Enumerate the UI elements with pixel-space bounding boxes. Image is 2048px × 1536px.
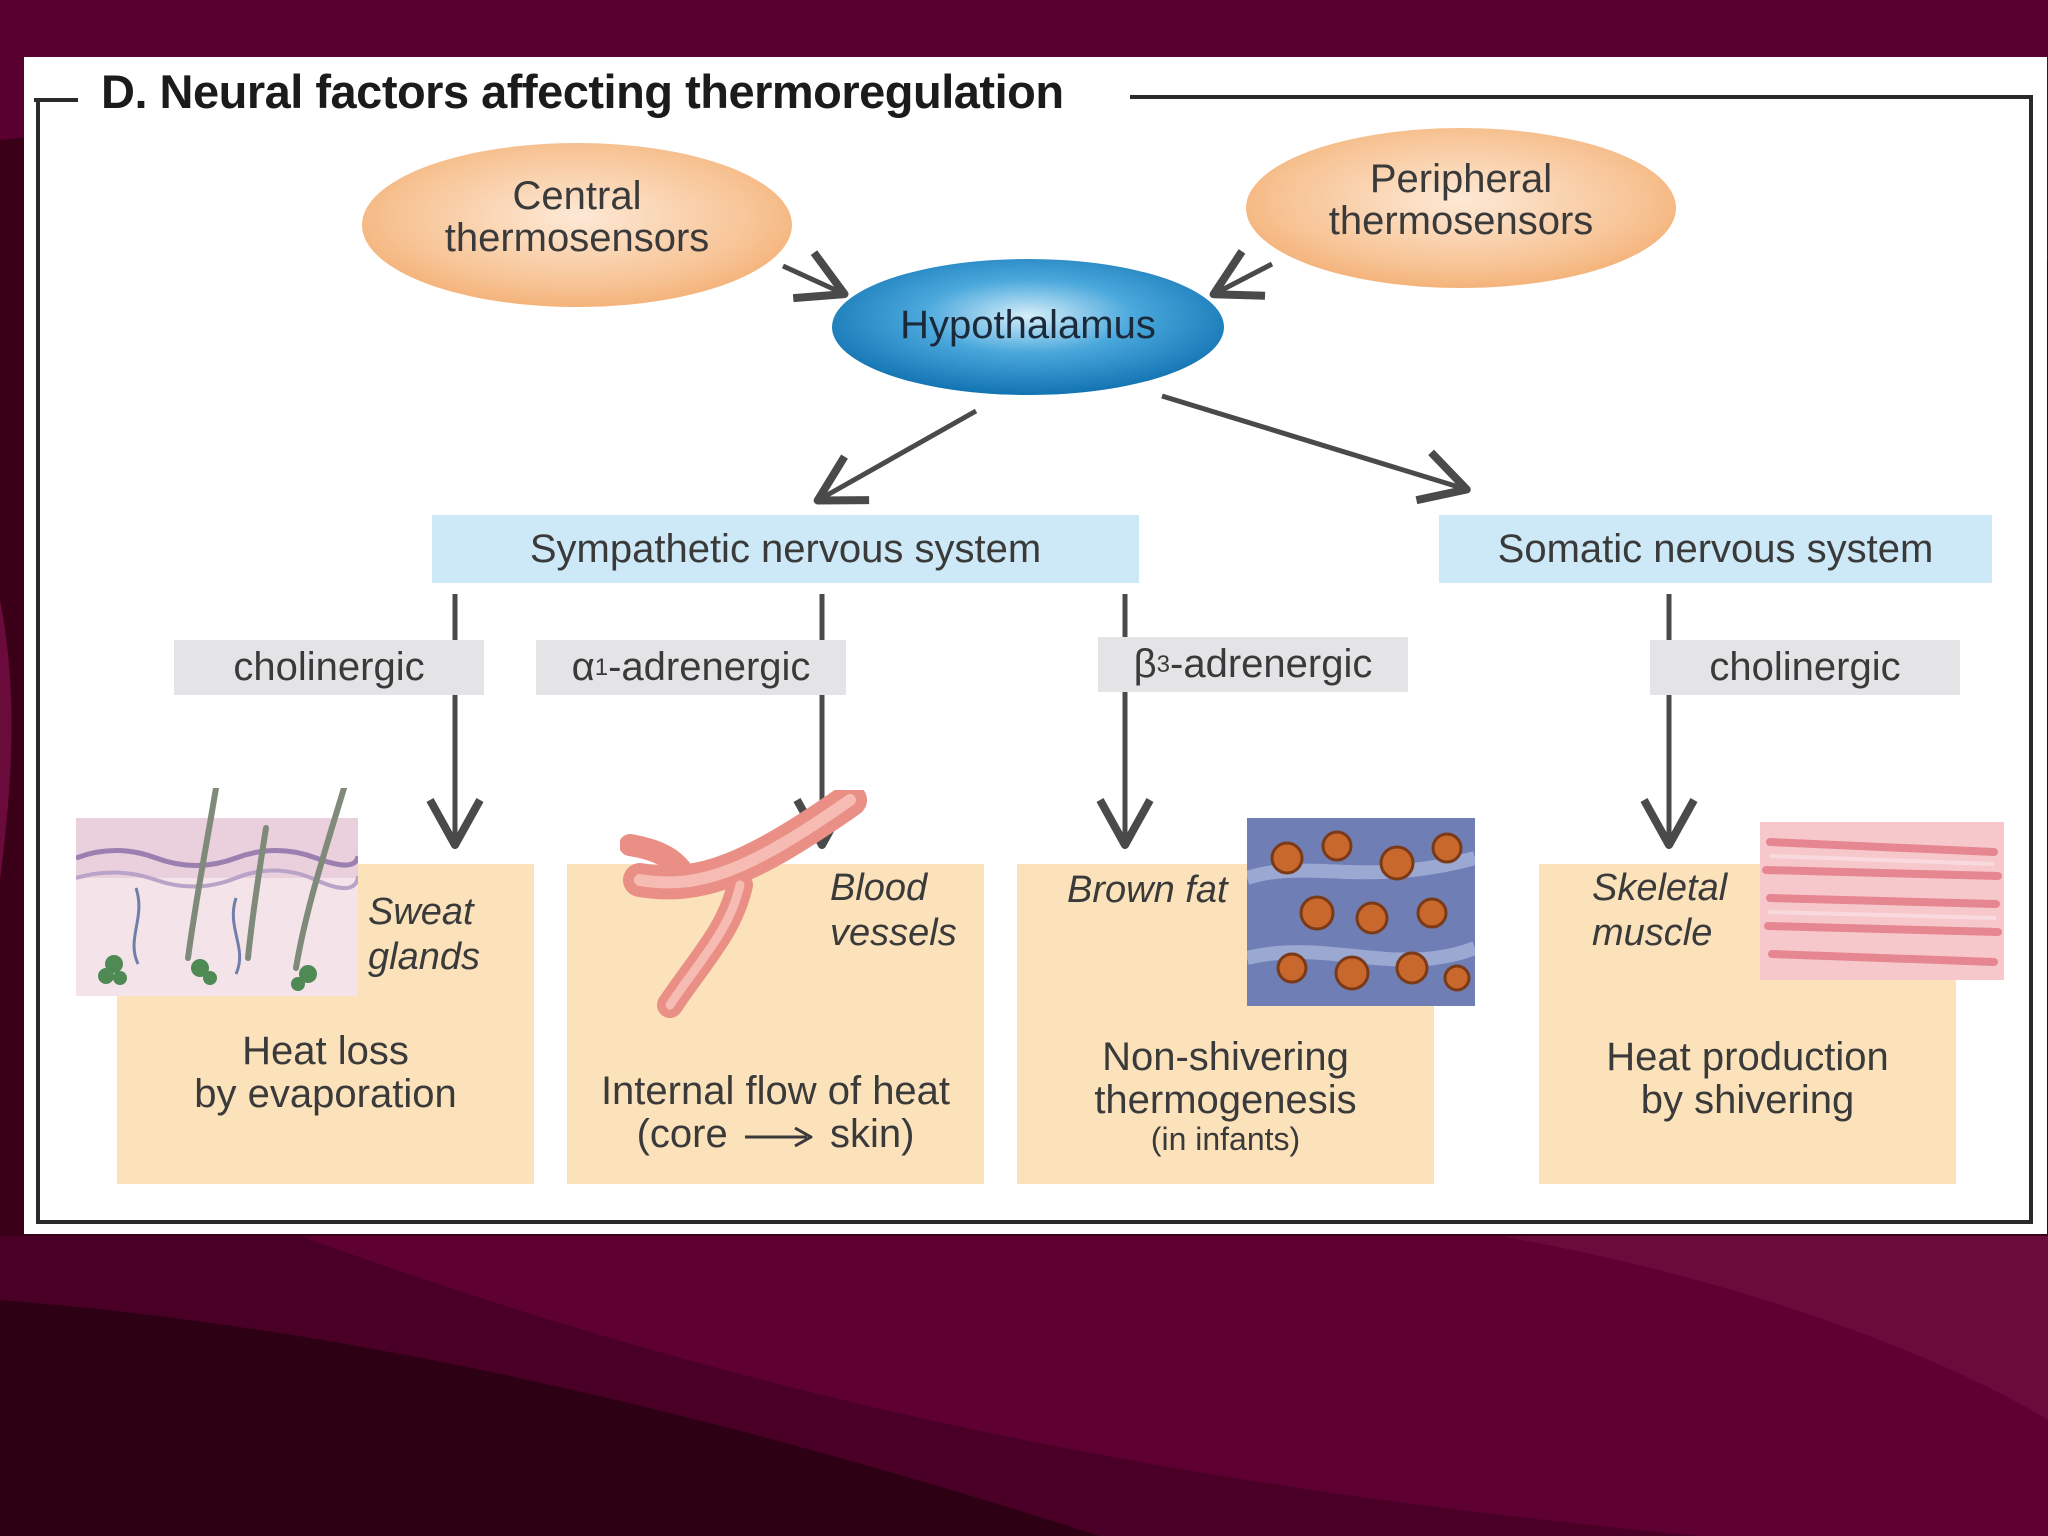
evaporation-line1: Heat loss <box>242 1029 409 1073</box>
peripheral-label-line1: Peripheral <box>1369 157 1553 201</box>
sweat-label-line1: Sweat <box>368 891 474 933</box>
peripheral-thermosensors-label: Peripheral thermosensors <box>1266 158 1656 242</box>
peripheral-label-line2: thermosensors <box>1328 199 1594 243</box>
sweat-glands-label: Sweat glands <box>368 890 480 980</box>
effect-shivering-text: Heat production by shivering <box>1539 1035 1956 1123</box>
blood-vessels-illustration <box>620 790 867 1018</box>
arrow-central-to-hypothalamus <box>781 250 849 303</box>
sympathetic-nervous-system-box: Sympathetic nervous system <box>432 515 1139 583</box>
nonshivering-line3: (in infants) <box>1150 1121 1301 1158</box>
receptor-cholinergic-sympathetic: cholinergic <box>174 640 484 695</box>
shivering-line1: Heat production <box>1606 1035 1889 1079</box>
arrow-hypothalamus-to-sympathetic <box>813 408 978 505</box>
arrow-hypothalamus-to-somatic <box>1161 393 1471 505</box>
skeletal-label-line2: muscle <box>1592 911 1713 954</box>
effect-internal-flow-text: Internal flow of heat (core skin) <box>567 1069 984 1156</box>
alpha-symbol: α <box>571 645 595 689</box>
figure-title: D. Neural factors affecting thermoregula… <box>95 64 1080 119</box>
effect-evaporation-text: Heat loss by evaporation <box>117 1029 534 1117</box>
frame-border <box>34 95 2033 1224</box>
arrow-peripheral-to-hypothalamus <box>1209 249 1274 300</box>
blood-label-line2: vessels <box>830 911 957 954</box>
central-label-line1: Central <box>512 174 642 218</box>
alpha-subscript: 1 <box>594 653 609 681</box>
effect-nonshivering-text: Non-shivering thermogenesis (in infants) <box>1017 1035 1434 1158</box>
brown-fat-micrograph <box>1247 818 1475 1006</box>
internal-flow-line2: (core skin) <box>567 1113 984 1156</box>
brown-fat-label: Brown fat <box>1067 869 1228 911</box>
shivering-line2: by shivering <box>1640 1078 1855 1123</box>
evaporation-line2: by evaporation <box>194 1072 457 1117</box>
sweat-glands-illustration <box>76 788 358 996</box>
receptor-cholinergic-somatic: cholinergic <box>1650 640 1960 695</box>
effect-box-internal-flow <box>567 864 984 1184</box>
beta-symbol: β <box>1133 642 1157 686</box>
internal-flow-line1: Internal flow of heat <box>600 1069 951 1113</box>
skin-label: skin) <box>829 1112 915 1157</box>
central-thermosensors-oval <box>362 143 792 307</box>
central-thermosensors-label: Central thermosensors <box>382 175 772 259</box>
hypothalamus-oval <box>832 259 1224 395</box>
peripheral-thermosensors-oval <box>1246 128 1676 288</box>
beta-subscript: 3 <box>1156 650 1171 678</box>
sweat-label-line2: glands <box>368 935 480 978</box>
alpha-suffix: -adrenergic <box>608 645 811 689</box>
beta-suffix: -adrenergic <box>1170 642 1373 686</box>
nonshivering-line2: thermogenesis <box>1094 1078 1357 1123</box>
blood-label-line1: Blood <box>830 867 928 909</box>
skeletal-label-line1: Skeletal <box>1592 867 1728 909</box>
skeletal-muscle-label: Skeletal muscle <box>1592 866 1727 956</box>
skeletal-muscle-illustration <box>1760 822 2004 980</box>
hypothalamus-label: Hypothalamus <box>900 303 1156 347</box>
core-label: (core <box>636 1112 728 1157</box>
long-right-arrow-icon <box>744 1126 813 1147</box>
nonshivering-line1: Non-shivering <box>1102 1035 1349 1079</box>
central-label-line2: thermosensors <box>444 216 710 260</box>
blood-vessels-label: Blood vessels <box>830 866 957 956</box>
somatic-nervous-system-box: Somatic nervous system <box>1439 515 1992 583</box>
